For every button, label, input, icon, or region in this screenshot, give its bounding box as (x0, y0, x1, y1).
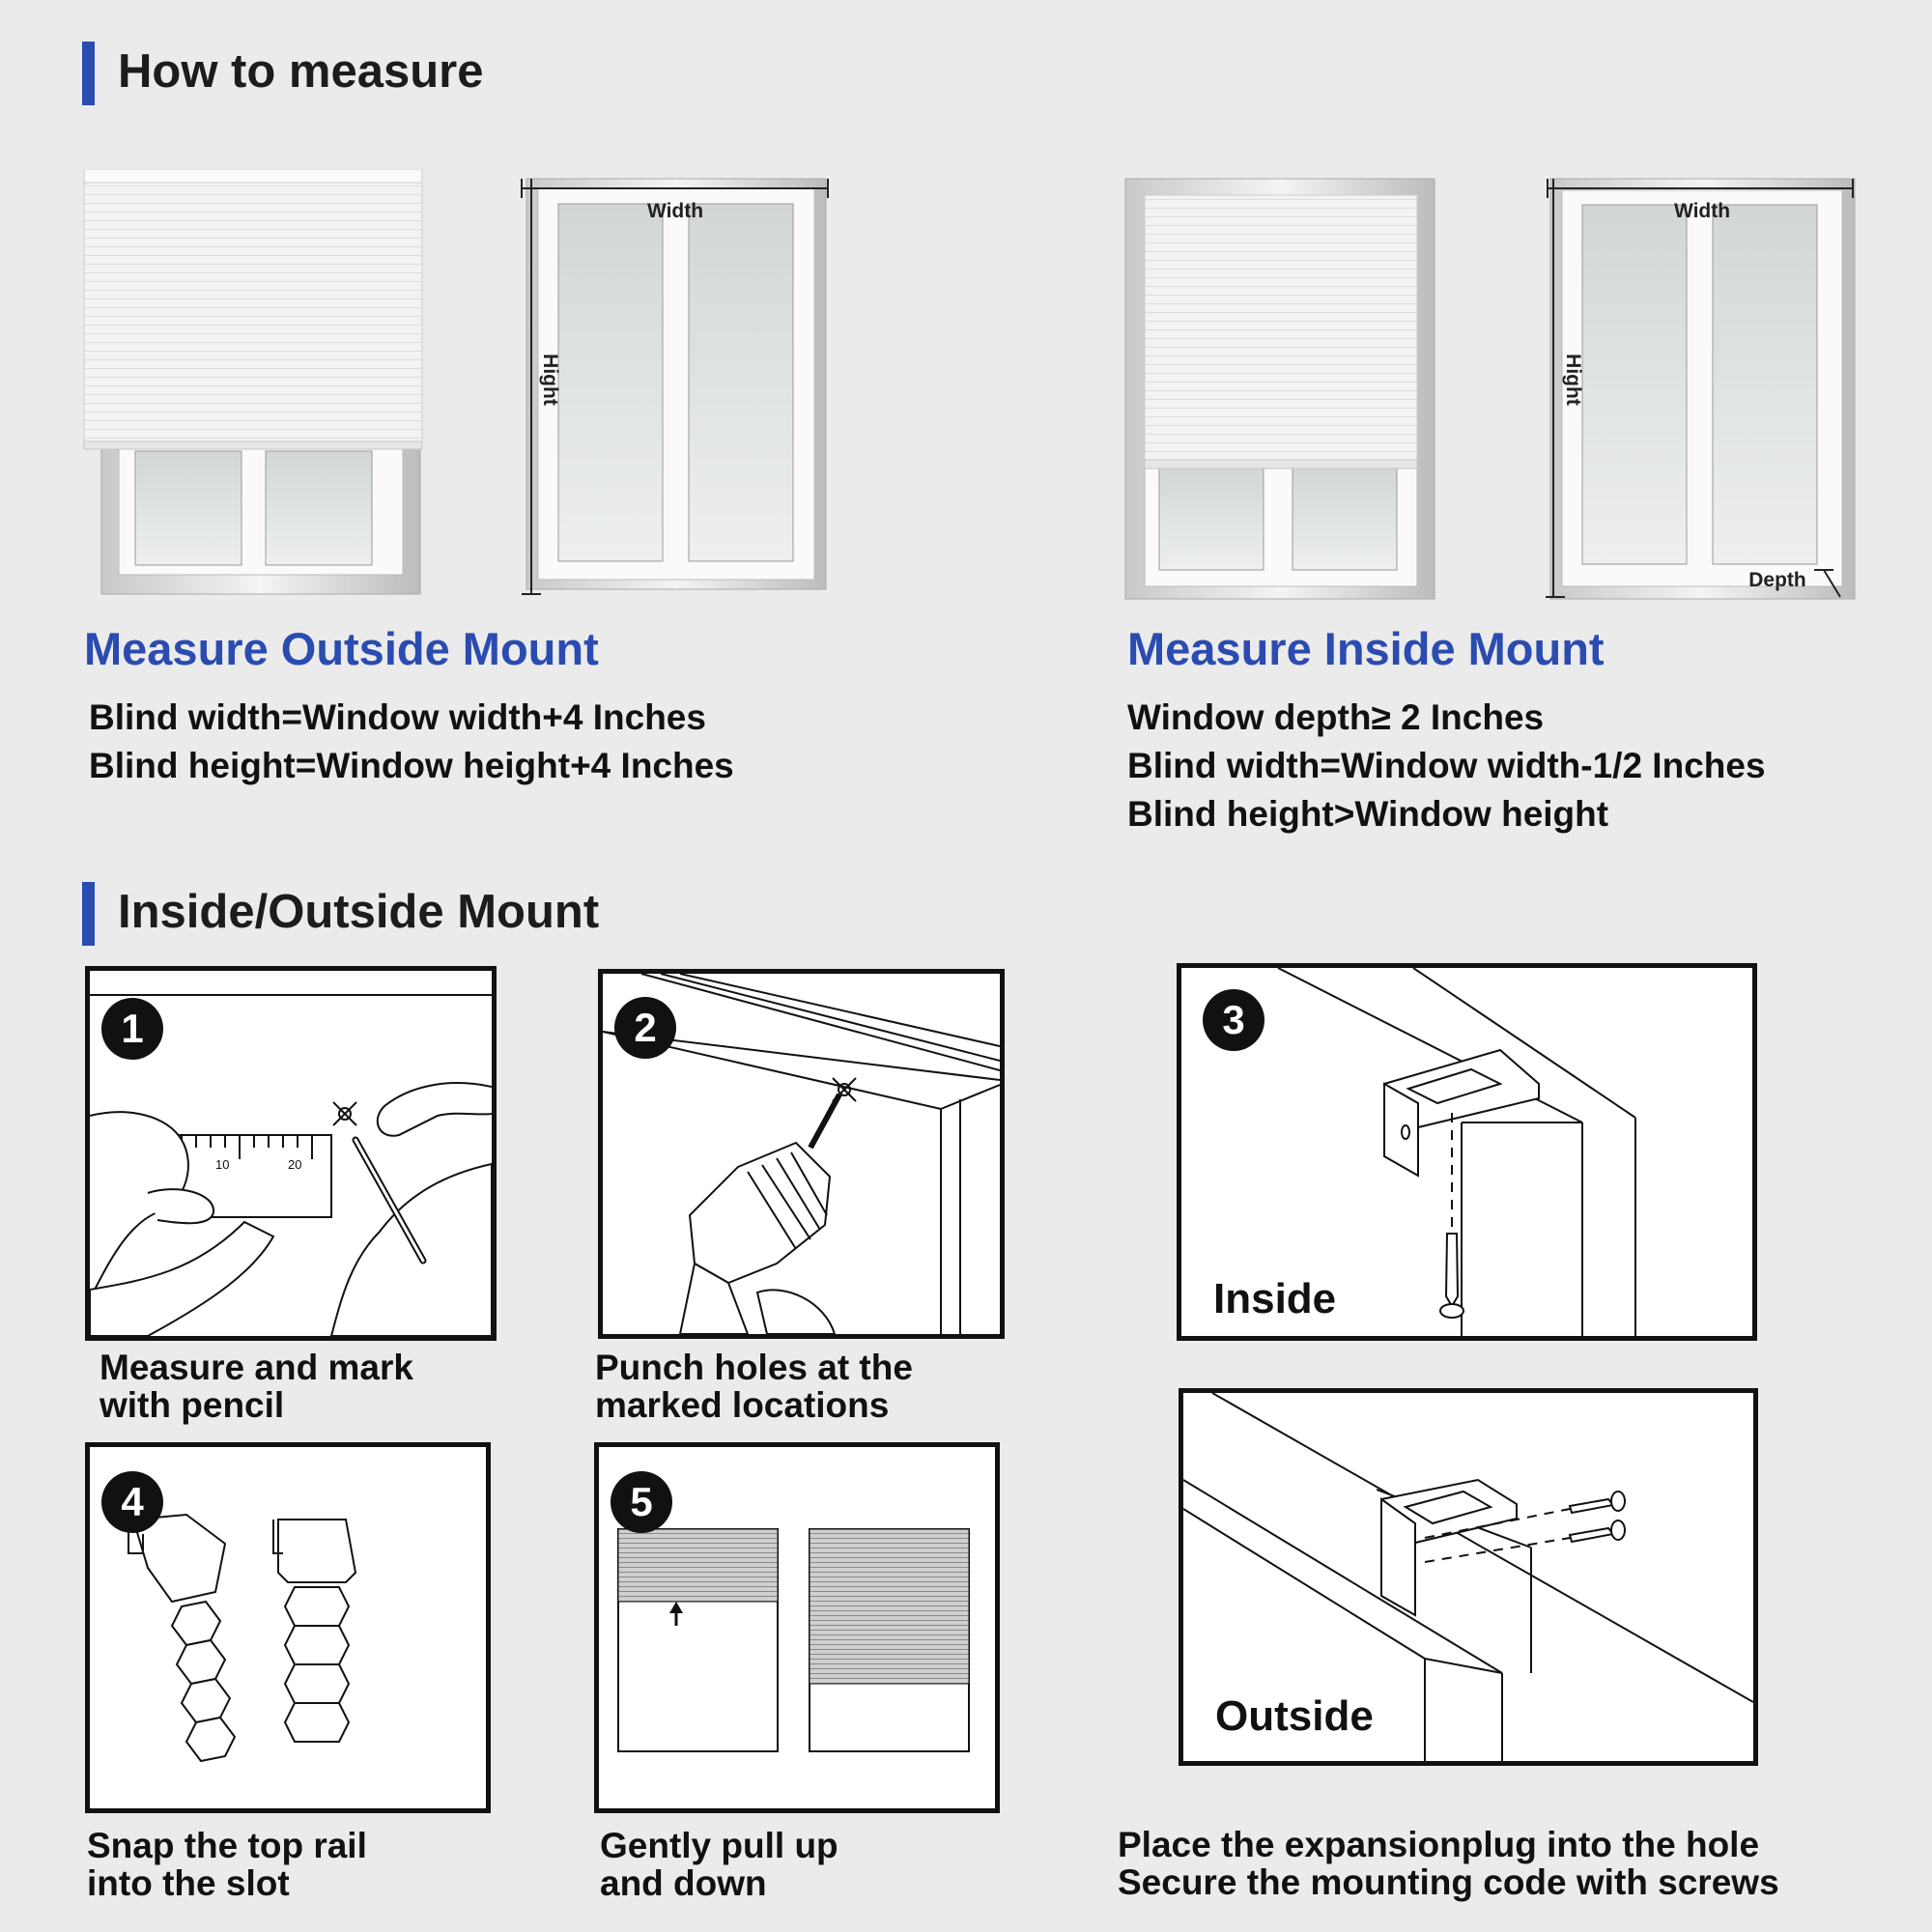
step-number-badge: 5 (611, 1471, 672, 1533)
snap-rail-illustration (128, 1513, 357, 1763)
step-1-caption: Measure and mark with pencil (99, 1349, 413, 1424)
inside-mount-title: Measure Inside Mount (1127, 623, 1605, 674)
outside-panel: Outside (1179, 1388, 1758, 1766)
inside-blind-window (1124, 178, 1435, 600)
caption-line: Punch holes at the (595, 1348, 913, 1387)
step-5-panel: 5 (594, 1442, 1000, 1813)
step-2-panel: 2 (598, 969, 1005, 1339)
step-4-caption: Snap the top rail into the slot (87, 1827, 367, 1902)
outside-mount-illustration: Width Hight (83, 169, 829, 595)
caption-line: Place the expansionplug into the hole (1118, 1825, 1760, 1864)
outside-label: Outside (1215, 1692, 1374, 1740)
spec-line: Blind height>Window height (1127, 794, 1609, 834)
spec-line: Blind width=Window width+4 Inches (89, 697, 706, 737)
section-accent-bar (82, 882, 95, 946)
depth-dimension-label: Depth (1748, 569, 1806, 591)
step-5-caption: Gently pull up and down (600, 1827, 838, 1902)
caption-line: Secure the mounting code with screws (1118, 1862, 1779, 1902)
outside-measured-window: Width Hight (521, 178, 829, 595)
inside-mount-spec: Window depth≥ 2 Inches Blind width=Windo… (1127, 694, 1766, 838)
caption-line: Snap the top rail (87, 1826, 367, 1865)
width-dimension-label: Width (647, 200, 703, 222)
measure-mark-illustration: 10 20 (90, 994, 492, 1336)
outside-mount-title: Measure Outside Mount (84, 623, 599, 674)
inside-label: Inside (1213, 1275, 1337, 1322)
step-2-caption: Punch holes at the marked locations (595, 1349, 913, 1424)
ruler-tick-label: 10 (215, 1157, 229, 1172)
caption-line: and down (600, 1863, 767, 1903)
step-number-badge: 3 (1203, 989, 1264, 1051)
inside-mount-illustration: Width Hight Depth (1124, 178, 1856, 600)
outside-blind-window (83, 169, 423, 595)
width-dimension-label: Width (1674, 200, 1730, 222)
outside-bracket-illustration (1183, 1393, 1753, 1761)
spec-line: Blind width=Window width-1/2 Inches (1127, 746, 1766, 785)
pull-blind-illustration (617, 1528, 970, 1752)
step-number-badge: 1 (101, 998, 163, 1060)
section-title-mount: Inside/Outside Mount (118, 886, 600, 938)
section-accent-bar (82, 42, 95, 105)
spec-line: Blind height=Window height+4 Inches (89, 746, 734, 785)
step-number-badge: 2 (614, 997, 676, 1059)
inside-bracket-illustration (1277, 968, 1636, 1336)
step-number-badge: 4 (101, 1471, 163, 1533)
caption-line: into the slot (87, 1863, 290, 1903)
height-dimension-label: Hight (539, 354, 561, 406)
section-title-measure: How to measure (118, 45, 484, 98)
caption-line: Measure and mark (99, 1348, 413, 1387)
step-3-inside-panel: 3 Inside (1177, 963, 1757, 1341)
ruler-tick-label: 20 (288, 1157, 301, 1172)
inside-measured-window: Width Hight Depth (1546, 178, 1856, 600)
spec-line: Window depth≥ 2 Inches (1127, 697, 1545, 737)
final-caption: Place the expansionplug into the hole Se… (1118, 1826, 1779, 1901)
step-1-panel: 10 20 1 (85, 966, 497, 1341)
caption-line: with pencil (99, 1385, 285, 1425)
caption-line: Gently pull up (600, 1826, 838, 1865)
height-dimension-label: Hight (1562, 354, 1584, 406)
caption-line: marked locations (595, 1385, 890, 1425)
outside-mount-spec: Blind width=Window width+4 Inches Blind … (89, 694, 734, 790)
step-4-panel: 4 (85, 1442, 491, 1813)
